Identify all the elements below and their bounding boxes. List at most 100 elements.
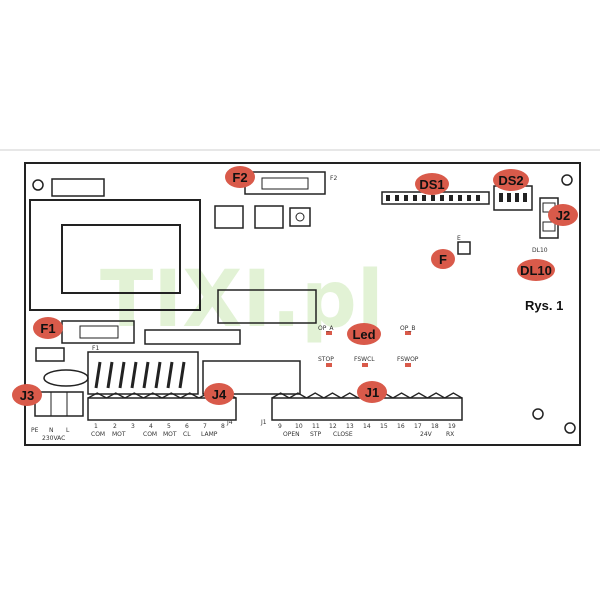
e-silk: E bbox=[457, 235, 461, 242]
f1-fuse-holder bbox=[61, 320, 135, 344]
callout-f2: F2 bbox=[225, 166, 255, 188]
terminal-screw bbox=[306, 392, 325, 399]
led-swop bbox=[405, 363, 411, 367]
board-outline bbox=[24, 162, 581, 446]
long-strip bbox=[144, 329, 241, 345]
terminal-screw bbox=[124, 392, 144, 399]
ic-2 bbox=[254, 205, 284, 229]
led-op-a bbox=[326, 331, 332, 335]
j3-pin-l: L bbox=[66, 427, 70, 434]
led-op-b bbox=[405, 331, 411, 335]
callout-j2: J2 bbox=[548, 204, 578, 226]
terminal-screw bbox=[427, 392, 446, 399]
oval-comp bbox=[43, 369, 89, 387]
callout-led: Led bbox=[347, 323, 381, 345]
svg-text:13: 13 bbox=[346, 423, 354, 430]
j3-pin-n: N bbox=[49, 427, 54, 434]
terminal-screw bbox=[87, 392, 107, 399]
svg-text:COM: COM bbox=[143, 431, 157, 438]
terminal-screw bbox=[161, 392, 181, 399]
svg-text:DL10: DL10 bbox=[520, 263, 552, 278]
terminal-screw bbox=[106, 392, 126, 399]
stop-silk: STOP bbox=[318, 356, 334, 363]
svg-text:5: 5 bbox=[167, 423, 171, 430]
svg-text:24V: 24V bbox=[420, 431, 433, 438]
terminal-screw bbox=[180, 392, 200, 399]
svg-text:MOT: MOT bbox=[112, 431, 126, 438]
svg-text:F2: F2 bbox=[232, 170, 247, 185]
terminal-screw bbox=[143, 392, 163, 399]
terminal-screw bbox=[288, 392, 307, 399]
led-swcl bbox=[362, 363, 368, 367]
led-stop bbox=[326, 363, 332, 367]
callout-j1: J1 bbox=[357, 381, 387, 403]
ds1-pins bbox=[386, 195, 480, 201]
hatch-lines bbox=[94, 361, 186, 389]
svg-text:J3: J3 bbox=[20, 388, 34, 403]
svg-text:F: F bbox=[439, 252, 447, 267]
svg-text:3: 3 bbox=[131, 423, 135, 430]
svg-text:1: 1 bbox=[94, 423, 98, 430]
callout-j3: J3 bbox=[12, 384, 42, 406]
swcl-silk: FSWCL bbox=[354, 356, 375, 363]
callout-ds1: DS1 bbox=[415, 173, 449, 195]
svg-text:J4: J4 bbox=[212, 387, 227, 402]
callout-f1: F1 bbox=[33, 317, 63, 339]
ic-1 bbox=[214, 205, 244, 229]
j3-sub: 230VAC bbox=[42, 435, 65, 442]
terminal-screw bbox=[409, 392, 428, 399]
mid-component bbox=[217, 289, 317, 324]
svg-text:14: 14 bbox=[363, 423, 371, 430]
small-comp bbox=[35, 347, 65, 362]
ic-3 bbox=[289, 207, 311, 227]
callout-f: F bbox=[431, 249, 455, 269]
svg-text:17: 17 bbox=[414, 423, 422, 430]
svg-text:RX: RX bbox=[446, 431, 454, 438]
svg-text:COM: COM bbox=[91, 431, 105, 438]
svg-text:CLOSE: CLOSE bbox=[333, 431, 353, 438]
f1-silk: F1 bbox=[92, 345, 99, 352]
f2-fuse bbox=[261, 177, 309, 190]
svg-text:MOT: MOT bbox=[163, 431, 177, 438]
terminal-screw bbox=[444, 392, 463, 399]
svg-text:F1: F1 bbox=[40, 321, 55, 336]
watermark: TIXI.pl bbox=[100, 255, 384, 345]
transformer-outer bbox=[29, 199, 201, 311]
j2-pin-2 bbox=[542, 221, 556, 232]
mount-hole-tl bbox=[32, 179, 44, 191]
hatched-component bbox=[87, 351, 199, 395]
svg-text:OPEN: OPEN bbox=[283, 431, 300, 438]
j1-silk: J1 bbox=[260, 419, 267, 426]
top-left-component bbox=[51, 178, 105, 197]
right-block bbox=[202, 360, 301, 395]
ds2-pins bbox=[499, 193, 527, 202]
dl10-silk: DL10 bbox=[532, 247, 548, 254]
f1-fuse bbox=[79, 325, 119, 339]
j4-group-labels: COM MOT COM MOT CL LAMP bbox=[91, 431, 218, 438]
figure-label: Rys. 1 bbox=[525, 298, 563, 313]
svg-text:6: 6 bbox=[185, 423, 189, 430]
terminal-screw bbox=[340, 392, 359, 399]
callout-j4: J4 bbox=[204, 383, 234, 405]
terminal-screw bbox=[323, 392, 342, 399]
svg-text:18: 18 bbox=[431, 423, 439, 430]
j3-terminal-block bbox=[34, 391, 84, 417]
svg-text:19: 19 bbox=[448, 423, 456, 430]
callout-dl10: DL10 bbox=[517, 259, 555, 281]
mount-hole-br1 bbox=[532, 408, 544, 420]
ic-3-dot bbox=[295, 212, 305, 222]
op-b-silk: OP_B bbox=[400, 325, 415, 332]
j3-pin-pe: PE bbox=[31, 427, 39, 434]
mount-hole-br2 bbox=[564, 422, 576, 434]
terminal-screw bbox=[392, 392, 411, 399]
j4-pin-labels: 1 2 3 4 5 6 7 8 bbox=[94, 423, 225, 430]
svg-text:4: 4 bbox=[149, 423, 153, 430]
svg-text:7: 7 bbox=[203, 423, 207, 430]
svg-text:DS2: DS2 bbox=[498, 173, 523, 188]
svg-text:16: 16 bbox=[397, 423, 405, 430]
svg-text:J2: J2 bbox=[556, 208, 570, 223]
swop-silk: FSWOP bbox=[397, 356, 419, 363]
f2-fuse-holder bbox=[244, 171, 326, 195]
